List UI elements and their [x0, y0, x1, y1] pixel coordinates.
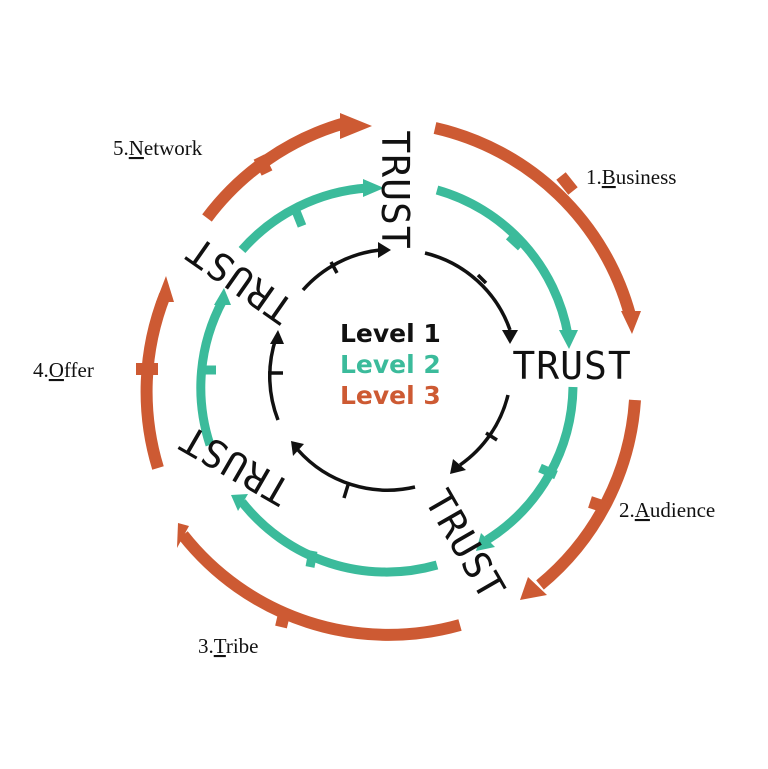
level-1-tick-network: [329, 261, 339, 274]
level-2-tick-tribe: [305, 550, 318, 568]
trust-label-top: TRUST: [373, 130, 417, 249]
level-1-arc-audience: [458, 394, 510, 467]
level-3-arc-offer: [140, 292, 171, 470]
level-1-arc-network: [301, 248, 381, 292]
legend-level-1: Level 1: [340, 319, 441, 348]
level-2-arrowhead-network: [363, 179, 384, 197]
level-3-tick-tribe: [275, 608, 291, 629]
stage-label-tribe: 3.Tribe: [198, 634, 259, 658]
legend-level-2: Level 2: [340, 350, 441, 379]
legend-level-3: Level 3: [340, 381, 441, 410]
level-2-arrowhead-tribe: [231, 494, 248, 511]
level-1-ring: [268, 242, 518, 499]
stage-label-offer: 4.Offer: [33, 358, 94, 382]
level-2-ring: [196, 179, 578, 577]
level-3-arrowhead-audience: [520, 577, 547, 600]
level-1-arrowhead-tribe: [291, 441, 304, 456]
trust-label-right: TRUST: [512, 344, 631, 388]
level-3-arrowhead-network: [340, 113, 372, 139]
level-1-arrowhead-business: [502, 330, 518, 344]
level-3-arc-network: [202, 117, 347, 222]
stage-label-business: 1.Business: [586, 165, 676, 189]
level-2-arc-network: [238, 183, 368, 253]
level-3-ring: [136, 113, 641, 641]
level-2-arrowhead-offer: [214, 288, 231, 305]
level-3-arrowhead-offer: [156, 276, 174, 302]
level-3-arrowhead-business: [621, 311, 641, 334]
level-3-arc-audience: [536, 399, 641, 590]
level-1-arc-tribe: [296, 448, 416, 492]
level-legend: Level 1 Level 2 Level 3: [340, 319, 441, 410]
level-1-tick-audience: [485, 431, 498, 442]
trust-label-top-left: TRUST: [178, 228, 301, 333]
level-1-arc-business: [424, 251, 512, 331]
level-3-tick-network: [253, 154, 273, 176]
level-3-tick-business: [556, 172, 578, 195]
level-3-arrowhead-tribe: [177, 523, 189, 548]
stage-label-audience: 2.Audience: [619, 498, 715, 522]
level-2-arrowhead-audience: [476, 533, 495, 551]
level-2-tick-audience: [538, 463, 558, 480]
level-1-tick-business: [476, 273, 488, 285]
level-1-tick-tribe: [342, 484, 350, 499]
level-2-arrowhead-business: [559, 330, 578, 349]
stage-label-network: 5.Network: [113, 136, 203, 160]
level-1-arrowhead-offer: [270, 330, 284, 344]
level-3-arc-tribe: [178, 531, 462, 641]
level-3-arc-business: [433, 122, 636, 317]
level-2-tick-network: [291, 209, 307, 228]
level-1-arrowhead-network: [378, 242, 391, 258]
level-2-arc-tribe: [238, 499, 439, 577]
level-2-tick-business: [505, 232, 525, 251]
level-1-arc-offer: [268, 337, 280, 421]
level-2-arc-audience: [484, 386, 578, 544]
level-3-tick-audience: [588, 496, 610, 514]
level-1-arrowhead-audience: [450, 459, 466, 474]
trust-label-bottom-right: TRUST: [416, 482, 514, 607]
